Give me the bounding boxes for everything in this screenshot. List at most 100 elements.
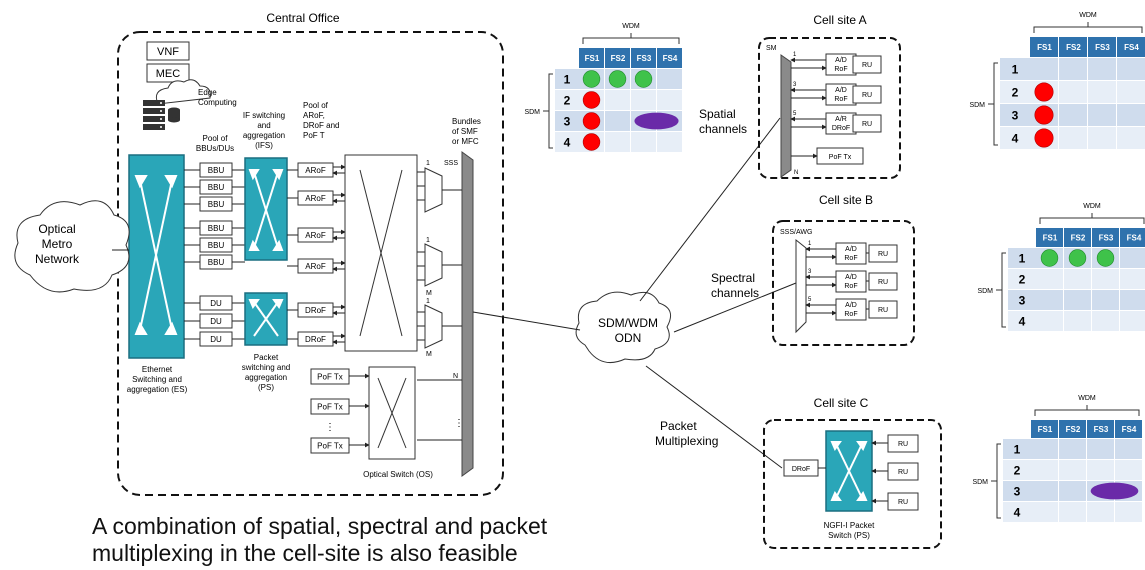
sdm-row [1000,127,1145,149]
sdm-label: SDM [524,109,540,116]
fs-header-cell [605,48,630,68]
c-ru-box-1 [887,434,919,453]
occupied-slot-purple [1090,482,1139,500]
a-ru-box-1 [852,55,882,74]
optical-switch-os-label: Optical Switch (OS) [363,470,433,479]
cell-c-ngfi-2: Switch (PS) [828,531,870,540]
a-ru-2: RU [862,92,872,99]
pool-arof-label-4: PoF T [303,131,325,140]
cell-c-drof: DRoF [792,466,810,473]
fs-header-3: FS3 [637,54,652,63]
fs-header-1: FS1 [1038,425,1053,434]
cell-b-title: Cell site B [819,193,873,207]
a-conv-line1-3: A/R [835,116,847,123]
sdm-row-label-4: 4 [1014,506,1021,520]
link-odn-cell-b [673,282,797,333]
fs-header-4: FS4 [1124,43,1139,52]
sdm-row-label-1: 1 [1014,443,1021,457]
wdm-label: WDM [1079,12,1097,19]
b-port-2: 3 [808,269,812,275]
sdm-row [1008,290,1145,310]
occupied-slot-red [1034,105,1054,125]
pof-dots: ⋮ [325,422,335,433]
b-ru-2: RU [878,279,888,286]
fs-header-cell [1117,37,1145,57]
bundle-dots: ⋮ [454,418,464,429]
occupied-slot-purple [634,112,679,130]
fs-header-cell [1030,37,1058,57]
a-conv-line2-1: RoF [834,66,847,73]
occupied-slot-red [582,133,601,151]
cell-b-mux [795,238,807,334]
packet-mux-2: Multiplexing [655,434,718,448]
fs-header-cell [631,48,656,68]
sdm-row [555,90,682,110]
edge-computing-label-1: Edge [198,88,217,97]
arof-4: ARoF [305,262,326,271]
wdm-label: WDM [1083,203,1101,210]
occupied-slot-green [634,70,653,88]
optical-metro-network-cloud [14,200,130,293]
arof-3: ARoF [305,231,326,240]
bbu-2: BBU [208,183,225,192]
sdm-label: SDM [977,288,993,295]
fs-header-cell [1064,228,1091,247]
bundles-label-1: Bundles [452,117,481,126]
a-ru-3: RU [862,121,872,128]
sdm-row-label-3: 3 [1012,109,1019,123]
sdm-row-label-2: 2 [564,94,571,108]
c-ru-box-3 [887,492,919,511]
cloud-icon [155,79,211,105]
fs-header-cell [1088,37,1116,57]
edge-computing-label-2: Computing [198,98,237,107]
a-port-1: 1 [793,52,797,58]
caption: A combination of spatial, spectral and p… [92,513,548,566]
pof-tx-1: PoF Tx [317,372,343,381]
occupied-slot-red [582,112,601,130]
fs-header-cell [579,48,604,68]
fs-header-cell [1031,420,1058,438]
spatial-channels-2: channels [699,122,747,136]
central-office-boundary [117,31,504,496]
du-3: DU [210,335,222,344]
wdm-label: WDM [1078,395,1096,402]
sdm-row [1003,439,1142,459]
cell-b-sss: SSS/AWG [780,229,812,236]
wdm-brace [1033,22,1143,33]
sdm-row-label-4: 4 [1012,132,1019,146]
b-ru-3: RU [878,307,888,314]
sdm-row-label-2: 2 [1019,273,1026,287]
odn-cloud [575,291,672,364]
cell-c-title: Cell site C [814,396,869,410]
occupied-slot-green [1096,249,1115,267]
sdm-row-label-3: 3 [1019,294,1026,308]
mec-label: MEC [156,68,181,80]
metro-label-1: Optical [38,222,75,236]
metro-label-3: Network [35,252,80,266]
fs-header-4: FS4 [1127,234,1142,243]
sdm-brace [991,443,1001,519]
occupied-slot-red [1034,82,1054,102]
cell-c-boundary [763,419,942,549]
occupied-slot-green [582,70,601,88]
c-ru-3: RU [898,499,908,506]
ps-cross-arrows-icon [248,299,284,337]
occupied-slot-green [1068,249,1087,267]
bundles-label-2: of SMF [452,127,478,136]
cell-b-boundary [772,220,915,346]
bundle-n-label: N [453,373,458,380]
pool-bbu-label-1: Pool of [203,134,229,143]
ethernet-label-2: Switching and [132,375,182,384]
c-ru-box-2 [887,462,919,481]
cell-a-poftx: PoF Tx [829,154,852,161]
fs-header-cell [1115,420,1142,438]
sdm-row [1008,269,1145,289]
b-port-3: 5 [808,297,812,303]
b-ru-1: RU [878,251,888,258]
